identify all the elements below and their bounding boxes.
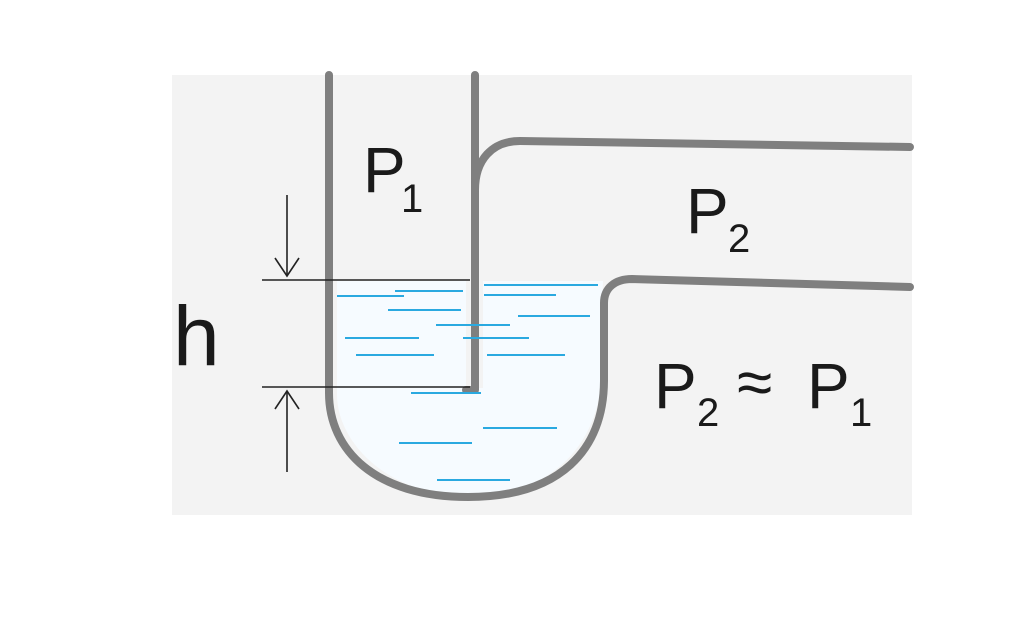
equation-left-p: P [654, 350, 697, 422]
equation-left-subscript: 2 [697, 391, 719, 435]
height-label: h [173, 289, 220, 383]
pipe-outer-wall [325, 71, 914, 501]
p2-label: P [686, 175, 729, 247]
height-measurement [262, 195, 470, 472]
p1-subscript: 1 [401, 177, 423, 221]
arrow-down-head [274, 257, 300, 278]
u-tube-pipe [325, 71, 914, 501]
arrow-up-head [274, 389, 300, 410]
equation-right-p: P [807, 350, 850, 422]
pipe-upper-branch [471, 137, 914, 194]
liquid-lines [337, 284, 598, 481]
equation-right-subscript: 1 [850, 391, 872, 435]
p2-subscript: 2 [728, 217, 750, 261]
p1-label: P [363, 134, 406, 206]
equation-operator: ≈ [737, 346, 772, 418]
